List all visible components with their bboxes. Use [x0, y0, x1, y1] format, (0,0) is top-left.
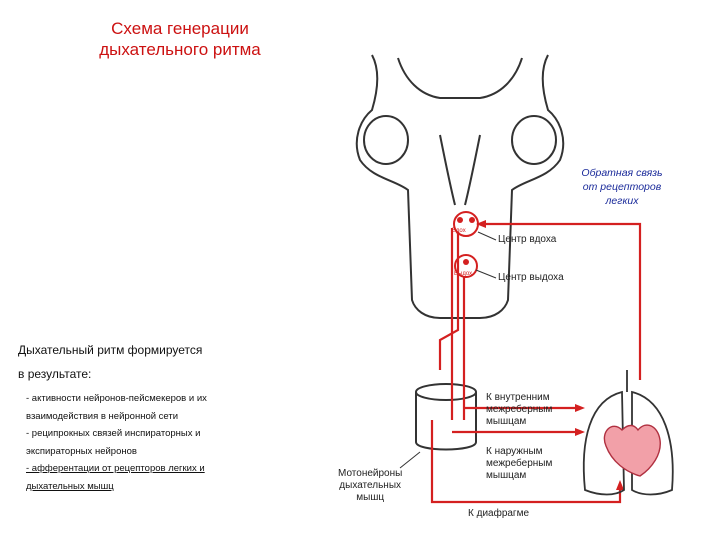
pathway-arrows [476, 220, 624, 490]
pathway-feedback [480, 222, 642, 380]
list-item: дыхательных мышц [26, 480, 114, 492]
feedback-line-3: легких [605, 195, 639, 207]
cause-list: - активности нейронов-пейсмекеров и их в… [18, 390, 288, 495]
diagram-title: Схема генерации дыхательного ритма [60, 18, 300, 60]
feedback-line-1: Обратная связь [581, 167, 663, 179]
label-inspiration-center: Центр вдоха [498, 234, 557, 245]
list-item: - реципрокных связей инспираторных и [26, 428, 201, 439]
text-lead-2: в результате: [18, 367, 92, 381]
list-item: - активности нейронов-пейсмекеров и их [26, 393, 207, 404]
label-expiration-sign: Выдох [454, 271, 473, 277]
title-line-2: дыхательного ритма [99, 40, 261, 59]
list-item: экспираторных нейронов [26, 445, 137, 457]
label-pointers [399, 231, 497, 469]
nerve-pathways [430, 222, 642, 504]
label-expiration-center: Центр выдоха [498, 272, 564, 283]
heart [603, 424, 661, 477]
inspiration-center-node [453, 211, 479, 237]
explanation-text: Дыхательный ритм формируется в результат… [18, 338, 288, 495]
label-internal-intercostal: К внутренним межреберным мышцам [486, 392, 553, 427]
pathway-descending-2 [438, 232, 460, 370]
brainstem [355, 54, 565, 319]
spinal-cord-segment [415, 383, 477, 451]
label-external-intercostal: К наружным межреберным мышцам [486, 446, 553, 481]
label-motoneurons: Мотонейроны дыхательных мышц [338, 468, 403, 503]
lungs [582, 370, 674, 496]
lung-feedback-label: Обратная связь от рецепторов легких [560, 166, 684, 208]
feedback-line-2: от рецепторов [582, 181, 662, 193]
label-inspiration-sign: Вдох [452, 228, 466, 234]
text-lead-1: Дыхательный ритм формируется [18, 343, 203, 357]
label-diaphragm: К диафрагме [468, 508, 530, 519]
pathway-to-diaphragm [430, 420, 622, 504]
title-line-1: Схема генерации [111, 19, 249, 38]
expiration-center-node [454, 254, 478, 278]
list-item: - афферентации от рецепторов легких и [26, 463, 205, 474]
list-item: взаимодействия в нейронной сети [26, 410, 179, 422]
